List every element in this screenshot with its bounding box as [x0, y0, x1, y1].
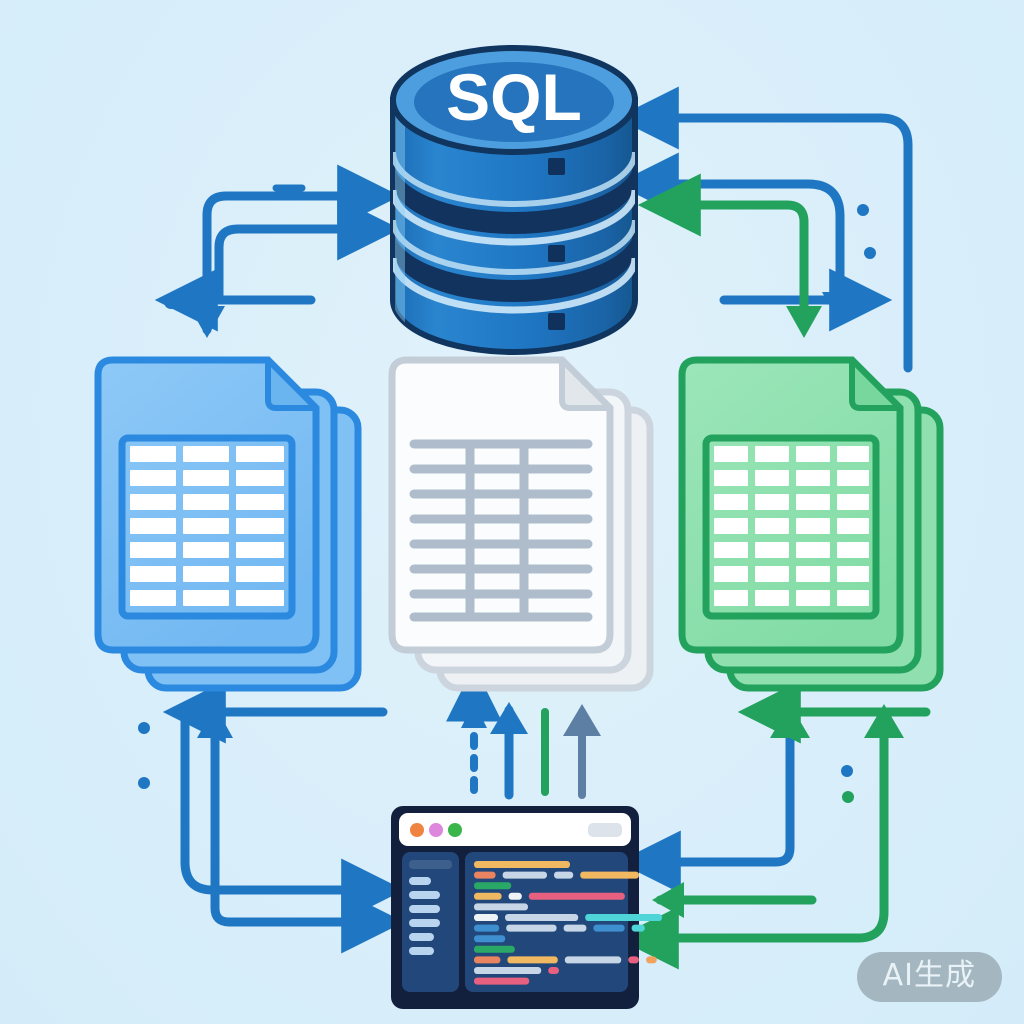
- arrowhead-to-green-documents-blue: [822, 292, 858, 325]
- code-token-6-3: [585, 914, 662, 921]
- code-token-10-5: [646, 956, 657, 964]
- code-token-7-1: [474, 924, 500, 932]
- sidebar-item-5[interactable]: [409, 933, 434, 941]
- arrow-editor-to-database-lower: [214, 197, 401, 305]
- sidebar-item-4[interactable]: [409, 919, 440, 927]
- white-sheet-front: [388, 356, 614, 654]
- arrowhead-up-center-blue: [490, 702, 528, 734]
- editor-address-pill[interactable]: [588, 823, 622, 837]
- traffic-light-pink[interactable]: [429, 823, 443, 837]
- green-sheet-fold-corner: [849, 357, 903, 411]
- arrowhead-up-center-slate: [563, 704, 601, 736]
- code-token-4-2: [508, 892, 522, 900]
- database-highlight-2: [393, 219, 635, 275]
- database-led-2: [548, 245, 565, 262]
- dot-lower-right-a: [841, 765, 853, 777]
- blue-table-cells: [130, 446, 284, 606]
- arrowhead-green-documents-to-editor-green-upper: [652, 882, 684, 918]
- code-lines: [474, 861, 662, 985]
- white-sheet-table: [409, 439, 593, 622]
- arrow-green-documents-to-editor-green-lower: [615, 707, 889, 970]
- code-token-7-5: [631, 924, 645, 932]
- white-spreadsheet-stack[interactable]: [388, 356, 654, 692]
- dot-upper-left: [164, 295, 178, 309]
- white-sheet-fold-corner: [559, 357, 613, 411]
- code-token-6-1: [474, 914, 498, 921]
- code-token-10-4: [628, 956, 639, 964]
- editor-titlebar[interactable]: [399, 813, 631, 846]
- dot-upper-right-a: [857, 204, 869, 216]
- dot-lower-left-a: [138, 722, 150, 734]
- code-token-6-2: [505, 914, 579, 921]
- arrowhead-up-into-green-documents-inner: [770, 704, 810, 738]
- sql-database-cylinder: SQL: [390, 45, 638, 355]
- arrowhead-up-dashed-center: [461, 702, 487, 728]
- arrowhead-group: [189, 292, 904, 918]
- dot-lower-right-b: [842, 791, 854, 803]
- database-led-1: [548, 158, 565, 175]
- arrow-database-return-upper: [615, 86, 913, 373]
- sidebar-header: [409, 860, 452, 869]
- dot-lower-left-b: [138, 777, 150, 789]
- code-token-2-1: [474, 871, 496, 879]
- sidebar-item-6[interactable]: [409, 947, 434, 955]
- sidebar-item-2[interactable]: [409, 891, 440, 899]
- code-token-12-1: [474, 977, 530, 985]
- database-top-inner: [414, 62, 614, 142]
- arrow-editor-to-database-upper: [202, 164, 401, 335]
- code-token-11-1: [474, 967, 542, 974]
- database-band-2: [393, 228, 635, 302]
- code-token-7-4: [593, 924, 625, 932]
- code-token-2-3: [554, 871, 574, 879]
- blue-spreadsheet-stack[interactable]: [94, 356, 362, 692]
- code-token-1-1: [474, 861, 570, 868]
- database-led-3: [548, 313, 565, 330]
- dot-upper-right-b: [864, 247, 876, 259]
- code-token-10-2: [507, 956, 558, 964]
- green-sheet-table: [702, 434, 880, 620]
- sidebar-item-1[interactable]: [409, 877, 431, 885]
- green-table-border: [702, 434, 880, 620]
- arrow-blue-documents-to-editor-lower: [210, 707, 405, 954]
- code-token-9-1: [474, 945, 515, 953]
- code-token-3-1: [474, 882, 512, 890]
- database-highlight-1: [393, 151, 635, 207]
- arrow-green-documents-to-editor-blue: [617, 707, 795, 894]
- traffic-light-green[interactable]: [448, 823, 462, 837]
- code-token-4-1: [474, 892, 502, 900]
- database-band-1: [393, 160, 635, 234]
- arrowhead-up-into-green-documents-outer: [864, 704, 904, 738]
- code-token-5-1: [474, 903, 528, 911]
- code-token-10-3: [564, 956, 622, 964]
- traffic-light-orange[interactable]: [410, 823, 424, 837]
- sidebar-item-3[interactable]: [409, 905, 440, 913]
- code-editor-window[interactable]: [391, 806, 662, 1009]
- database-label: SQL: [446, 60, 582, 134]
- blue-sheet-table: [118, 434, 296, 620]
- code-token-8-1: [474, 935, 506, 943]
- arrowhead-to-blue-documents: [189, 306, 225, 338]
- green-spreadsheet-stack[interactable]: [678, 356, 944, 692]
- database-highlight-2b: [393, 257, 635, 314]
- arrow-database-return-lower: [615, 152, 845, 305]
- database-highlight-1b: [393, 189, 635, 246]
- code-token-7-2: [506, 924, 557, 932]
- arrowhead-to-green-documents-green: [786, 306, 822, 338]
- code-token-11-2: [548, 967, 559, 974]
- ai-generated-watermark: AI生成: [856, 952, 1002, 1002]
- code-token-7-3: [563, 924, 587, 932]
- code-token-2-2: [502, 871, 547, 879]
- blue-table-border: [118, 434, 296, 620]
- code-token-4-3: [528, 892, 625, 900]
- arrowhead-up-into-blue-documents: [197, 706, 233, 738]
- code-token-10-1: [474, 956, 501, 964]
- arrow-to-green-documents-green: [637, 173, 809, 323]
- blue-sheet-fold-corner: [265, 357, 319, 411]
- green-table-cells: [714, 446, 869, 606]
- database-bands: [393, 105, 635, 330]
- code-token-2-4: [580, 871, 639, 879]
